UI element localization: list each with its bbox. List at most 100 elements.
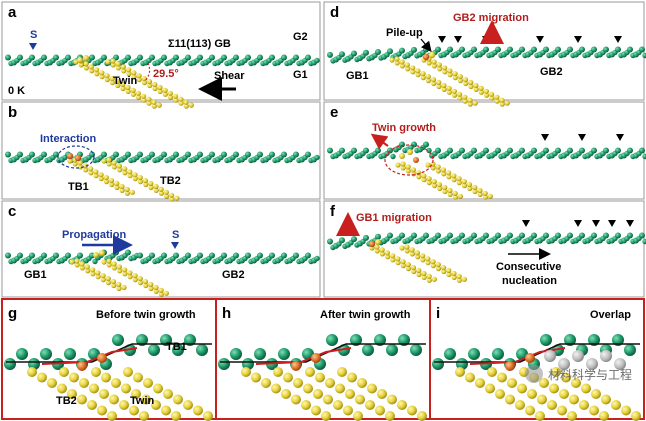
defect-atom [413, 157, 419, 163]
propagation-label: Propagation [62, 229, 126, 241]
gb-atom [603, 46, 609, 53]
twin-atom [442, 184, 448, 191]
gb-atom [197, 151, 203, 158]
overlap-atom [572, 350, 584, 362]
twin-atom [487, 367, 497, 377]
gb-atom [305, 54, 311, 61]
twin-atom [494, 98, 500, 104]
gb-atom [519, 147, 525, 154]
twin-atom [353, 411, 363, 421]
gb-atom [435, 147, 441, 154]
gb-atom [495, 147, 501, 154]
gb-atom [305, 151, 311, 158]
gb-atom [603, 232, 609, 239]
twin-atom [375, 405, 385, 416]
gb-atom [423, 232, 429, 239]
twin-atom [569, 394, 579, 405]
twin-atom [153, 288, 159, 294]
twin-atom [468, 79, 474, 86]
twin-atom [431, 276, 437, 282]
twin-atom [478, 85, 484, 91]
twin-atom [173, 97, 179, 103]
gb-atom [398, 334, 410, 346]
twin-atom [313, 389, 323, 399]
gb-atom [327, 51, 333, 58]
twin-atom [105, 59, 111, 65]
twin-atom [88, 170, 94, 176]
gb-atom [65, 252, 71, 259]
twin-atom [157, 84, 163, 91]
twin-atom [451, 274, 457, 280]
twin-atom [473, 86, 479, 92]
twin-atom [122, 170, 128, 176]
gb-atom [17, 54, 23, 61]
twin-atom [122, 166, 128, 172]
twin-atom [119, 187, 125, 193]
twin-atom [193, 405, 203, 416]
dislocation-marker [626, 220, 634, 227]
twin-atom [579, 400, 589, 410]
twin-atom [451, 270, 457, 277]
gb-atom [160, 334, 172, 346]
twin-atom [400, 165, 406, 171]
twin-atom [115, 61, 121, 67]
twin-atom [100, 277, 106, 283]
dislocation-marker [592, 220, 600, 227]
gb-atom [456, 358, 468, 370]
twin-atom [130, 91, 136, 97]
panel-b-label: b [8, 104, 17, 121]
twin-atom [483, 88, 489, 94]
gb-atom [29, 54, 35, 61]
twin-atom [394, 60, 400, 66]
gb-atom [40, 348, 52, 360]
defect-atom [77, 361, 87, 371]
twin-atom [141, 76, 147, 82]
twin-atom [410, 265, 417, 271]
gb-atom [113, 249, 119, 256]
gb-atom [399, 232, 405, 239]
twin-atom [104, 77, 110, 83]
gb-atom [627, 147, 633, 154]
twin-atom [323, 394, 333, 405]
twin-atom [357, 378, 367, 388]
twin-atom [347, 372, 357, 383]
twin-atom [153, 284, 159, 291]
twin-atom [137, 276, 143, 282]
twin-atom [589, 405, 599, 416]
twin-atom [385, 254, 391, 260]
gb-atom [41, 151, 47, 158]
panel-a-frame [1, 1, 321, 101]
twin-atom [95, 274, 101, 280]
twin-atom [367, 383, 377, 394]
twin-atom [499, 97, 505, 103]
twin-atom [271, 383, 281, 394]
gb-atom [612, 334, 624, 346]
twin-atom [385, 411, 395, 421]
gb-atom [555, 232, 561, 239]
gb-atom [233, 151, 239, 158]
twin-atom [117, 167, 123, 173]
twin-atom [472, 188, 478, 195]
twin-atom [203, 411, 213, 421]
gb-atom [363, 49, 369, 56]
twin-atom [415, 254, 421, 260]
twin-atom [88, 64, 94, 70]
twin-atom [452, 71, 458, 77]
twin-atom [374, 248, 380, 254]
gb-atom [137, 54, 143, 61]
twin-atom [426, 273, 432, 279]
twin-atom [456, 277, 462, 283]
gb-atom [492, 348, 504, 360]
gb-atom [269, 54, 275, 61]
twin-atom [151, 103, 157, 109]
twin-atom [131, 70, 137, 76]
gb-atom [173, 54, 179, 61]
twin-atom [410, 167, 416, 173]
twin-atom [178, 100, 184, 106]
twin-atom [183, 103, 189, 109]
twin-atom [152, 85, 158, 92]
overlap-atom [614, 358, 626, 370]
twin-atom [132, 273, 138, 279]
gb-atom [137, 151, 143, 158]
twin-atom [133, 372, 143, 383]
